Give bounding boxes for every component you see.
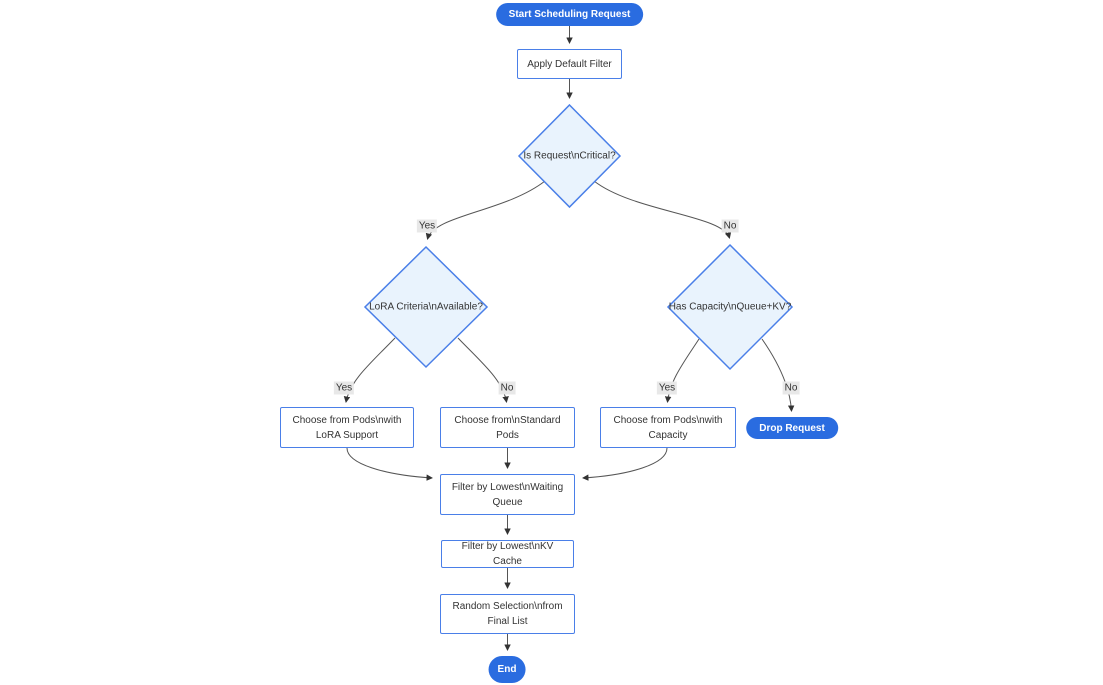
node-is-request-critical: Is Request\nCritical? — [523, 150, 616, 162]
edge-label-lora-no: No — [498, 381, 516, 395]
node-choose-standard-pods: Choose from\nStandard Pods — [440, 407, 575, 448]
edge-label-lora-yes: Yes — [333, 381, 355, 395]
edge-capacity-yes — [664, 338, 700, 403]
node-lora-criteria-available: LoRA Criteria\nAvailable? — [369, 301, 483, 313]
node-choose-pods-capacity: Choose from Pods\nwith Capacity — [600, 407, 736, 448]
edge-lora-no — [457, 337, 509, 403]
decision-shape-has-capacity — [666, 243, 794, 371]
edge-label-capacity-no: No — [782, 381, 800, 395]
edge-label-critical-yes: Yes — [416, 219, 438, 233]
node-choose-pods-lora-support: Choose from Pods\nwith LoRA Support — [280, 407, 414, 448]
node-filter-lowest-kv-cache: Filter by Lowest\nKV Cache — [441, 540, 574, 568]
edge-capacitypods-to-waiting — [582, 447, 668, 481]
edge-lora-yes — [343, 337, 396, 403]
node-start: Start Scheduling Request — [495, 3, 644, 26]
decision-shape-lora-criteria — [363, 245, 489, 369]
node-apply-default-filter: Apply Default Filter — [517, 49, 622, 79]
decision-shape-is-critical — [517, 103, 622, 209]
edge-label-critical-no: No — [721, 219, 739, 233]
edge-critical-yes — [425, 180, 546, 240]
node-has-capacity-queue-kv: Has Capacity\nQueue+KV? — [668, 301, 792, 313]
node-drop-request: Drop Request — [746, 417, 838, 439]
node-filter-lowest-waiting-queue: Filter by Lowest\nWaiting Queue — [440, 474, 575, 515]
edge-critical-no — [593, 180, 732, 239]
edge-capacity-no — [761, 338, 795, 412]
node-end: End — [488, 656, 526, 683]
node-random-selection-final-list: Random Selection\nfrom Final List — [440, 594, 575, 634]
edge-label-capacity-yes: Yes — [656, 381, 678, 395]
edge-lorapods-to-waiting — [346, 447, 433, 481]
